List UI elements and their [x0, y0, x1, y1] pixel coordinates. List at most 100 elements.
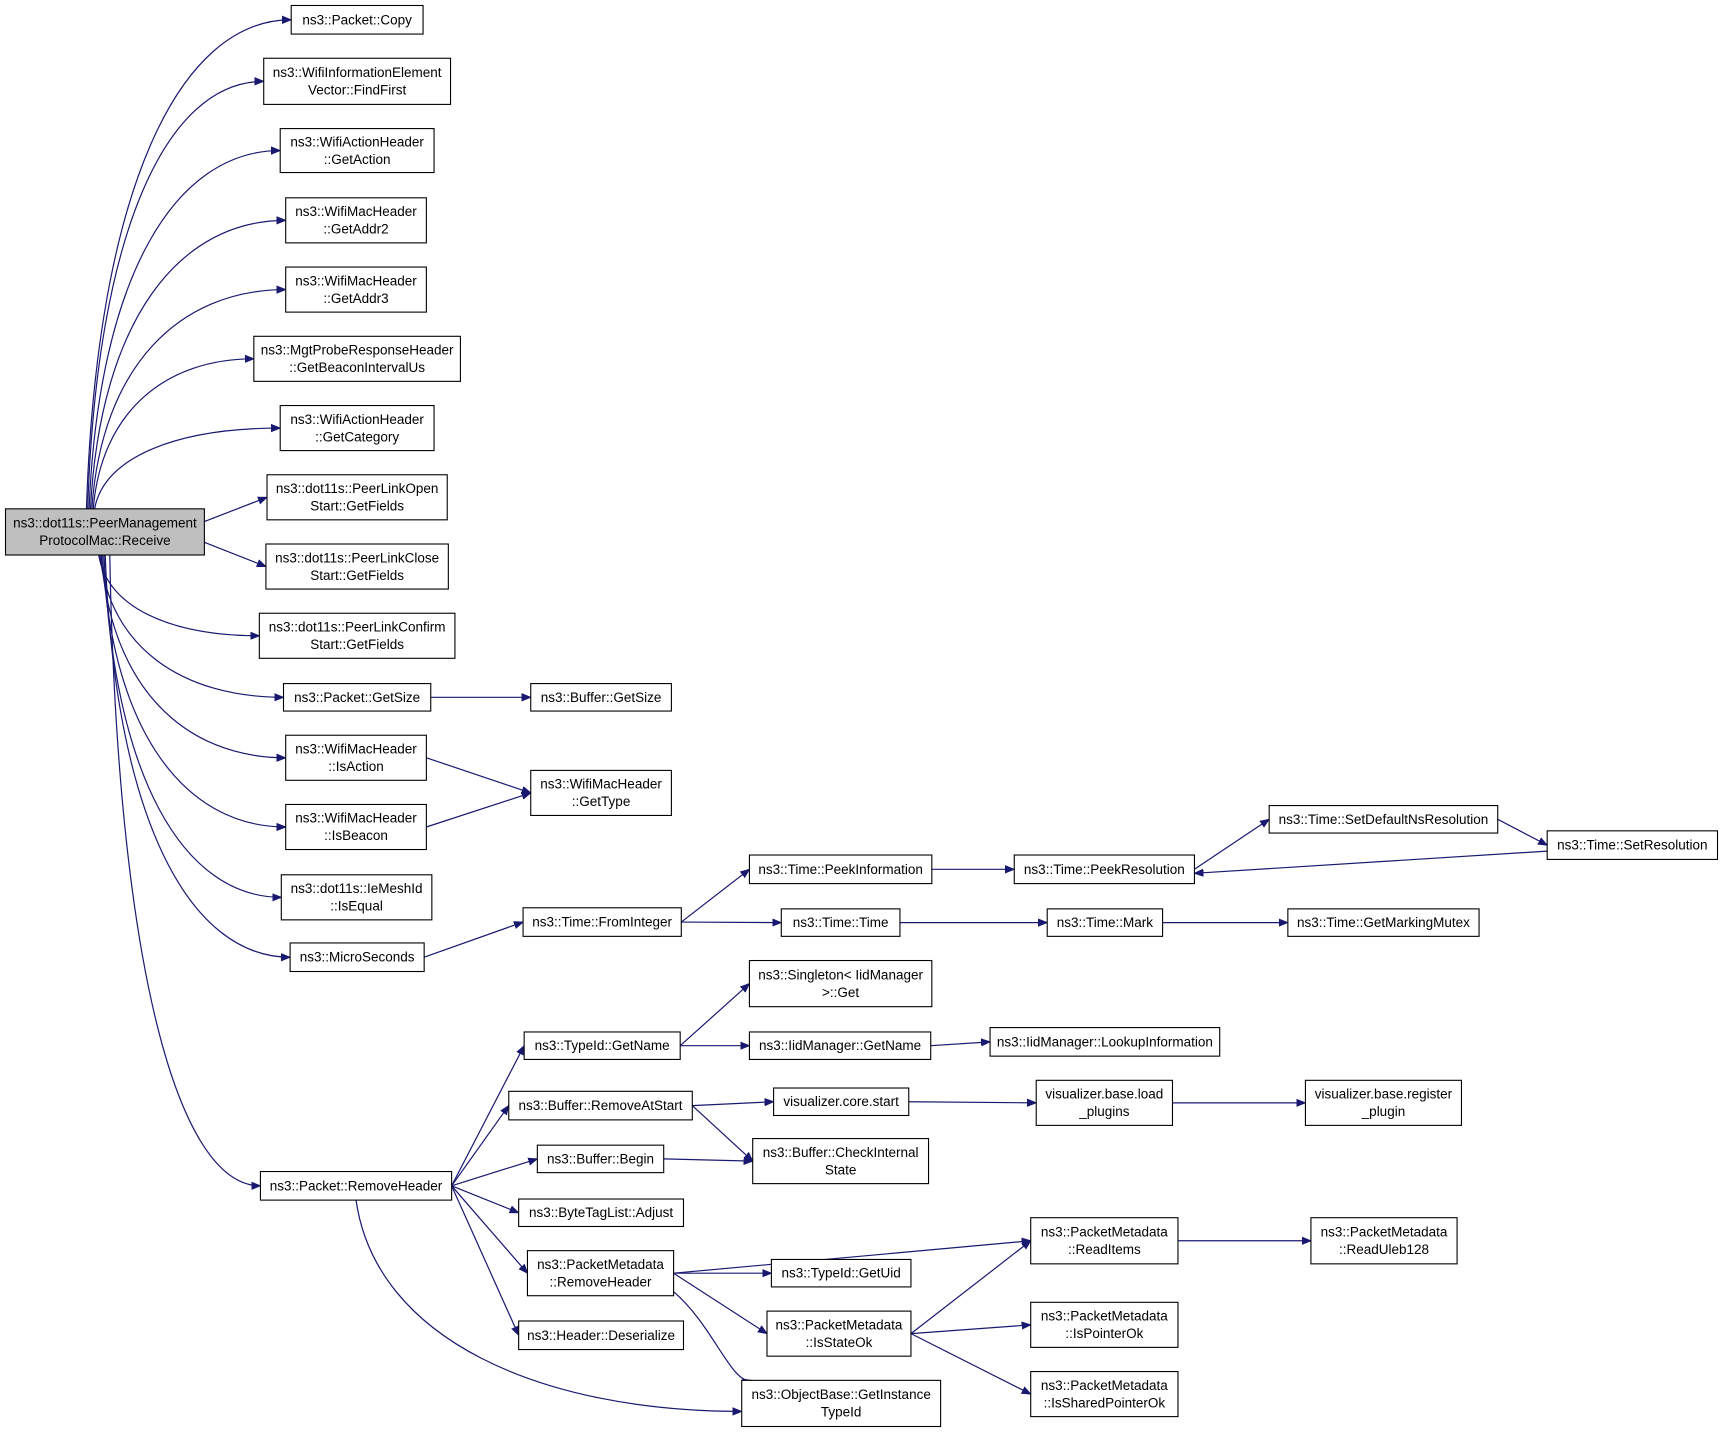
node-box — [773, 1087, 910, 1117]
edge-root-to-is-beacon — [102, 554, 286, 827]
node-label: ns3::dot11s::PeerLinkOpen — [276, 481, 439, 496]
node-box — [530, 769, 672, 817]
node-time-mark[interactable]: ns3::Time::Mark — [1046, 908, 1164, 937]
node-box — [279, 128, 435, 174]
node-box — [518, 1198, 685, 1228]
node-box — [258, 612, 456, 659]
edge-pm-is-state-ok-to-pm-read-items — [910, 1241, 1031, 1335]
node-get-type[interactable]: ns3::WifiMacHeader::GetType — [530, 769, 672, 817]
node-peek-resolution[interactable]: ns3::Time::PeekResolution — [1013, 854, 1196, 885]
node-box — [536, 1144, 665, 1174]
node-typeid-getname[interactable]: ns3::TypeId::GetName — [523, 1031, 681, 1060]
node-viz-register-plugin[interactable]: visualizer.base.register_plugin — [1304, 1079, 1463, 1126]
node-packet-copy[interactable]: ns3::Packet::Copy — [290, 4, 424, 35]
node-packet-getsize[interactable]: ns3::Packet::GetSize — [282, 683, 432, 712]
node-viz-load-plugins[interactable]: visualizer.base.load_plugins — [1035, 1079, 1174, 1126]
node-from-integer[interactable]: ns3::Time::FromInteger — [522, 907, 682, 937]
node-iid-getname[interactable]: ns3::IidManager::GetName — [748, 1031, 932, 1060]
node-get-marking-mutex[interactable]: ns3::Time::GetMarkingMutex — [1287, 908, 1480, 937]
edge-pm-remove-header-to-get-instance-typeid — [673, 1291, 752, 1381]
node-close-getfields[interactable]: ns3::dot11s::PeerLinkCloseStart::GetFiel… — [265, 543, 449, 590]
node-confirm-getfields[interactable]: ns3::dot11s::PeerLinkConfirmStart::GetFi… — [258, 612, 456, 659]
node-label: ::IsStateOk — [806, 1335, 873, 1350]
node-find-first[interactable]: ns3::WifiInformationElementVector::FindF… — [263, 57, 452, 105]
node-pm-is-state-ok[interactable]: ns3::PacketMetadata::IsStateOk — [766, 1310, 912, 1357]
node-label: ns3::WifiActionHeader — [290, 412, 424, 427]
node-box — [289, 942, 425, 973]
node-label: ns3::Packet::Copy — [302, 12, 412, 27]
edge-packet-remove-header-to-pm-remove-header — [451, 1185, 528, 1273]
edge-iid-getname-to-lookup-information — [930, 1042, 990, 1046]
nodes-layer: ns3::dot11s::PeerManagementProtocolMac::… — [4, 4, 1719, 1428]
node-box — [4, 508, 205, 556]
edge-root-to-packet-getsize — [99, 554, 283, 697]
node-box — [752, 1138, 930, 1185]
node-label: ns3::WifiMacHeader — [295, 204, 417, 219]
node-buffer-getsize[interactable]: ns3::Buffer::GetSize — [530, 683, 672, 712]
node-bytetaglist-adjust[interactable]: ns3::ByteTagList::Adjust — [518, 1198, 685, 1228]
node-label: ::IsPointerOk — [1065, 1326, 1143, 1341]
node-microseconds[interactable]: ns3::MicroSeconds — [289, 942, 425, 973]
node-label: ns3::Time::SetResolution — [1557, 838, 1707, 853]
node-label: ns3::PacketMetadata — [1041, 1309, 1168, 1324]
node-label: ns3::ByteTagList::Adjust — [529, 1205, 673, 1220]
node-remove-at-start[interactable]: ns3::Buffer::RemoveAtStart — [508, 1090, 693, 1121]
node-box — [1046, 908, 1164, 937]
node-buffer-begin[interactable]: ns3::Buffer::Begin — [536, 1144, 665, 1174]
node-lookup-information[interactable]: ns3::IidManager::LookupInformation — [989, 1027, 1221, 1057]
node-root[interactable]: ns3::dot11s::PeerManagementProtocolMac::… — [4, 508, 205, 556]
node-is-equal[interactable]: ns3::dot11s::IeMeshId::IsEqual — [280, 874, 433, 921]
node-label: ns3::Singleton< IidManager — [758, 967, 923, 982]
node-label: ::IsSharedPointerOk — [1044, 1395, 1166, 1410]
node-label: TypeId — [821, 1405, 862, 1420]
node-get-category[interactable]: ns3::WifiActionHeader::GetCategory — [279, 404, 435, 452]
node-pm-is-pointer-ok[interactable]: ns3::PacketMetadata::IsPointerOk — [1030, 1301, 1179, 1348]
node-pm-read-uleb[interactable]: ns3::PacketMetadata::ReadUleb128 — [1310, 1217, 1458, 1265]
node-label: ns3::Time::GetMarkingMutex — [1297, 915, 1470, 930]
node-time-time[interactable]: ns3::Time::Time — [780, 908, 901, 937]
node-box — [285, 734, 427, 781]
node-label: >::Get — [822, 985, 859, 1000]
edge-packet-remove-header-to-get-instance-typeid — [355, 1200, 742, 1411]
node-box — [1287, 908, 1480, 937]
node-viz-core-start[interactable]: visualizer.core.start — [773, 1087, 910, 1117]
node-label: ns3::WifiMacHeader — [295, 811, 417, 826]
edge-packet-remove-header-to-bytetaglist-adjust — [451, 1185, 519, 1214]
edge-packet-remove-header-to-remove-at-start — [451, 1106, 509, 1187]
node-is-beacon[interactable]: ns3::WifiMacHeader::IsBeacon — [285, 803, 427, 851]
node-box — [1310, 1217, 1458, 1265]
node-label: State — [825, 1162, 857, 1177]
node-get-addr2[interactable]: ns3::WifiMacHeader::GetAddr2 — [285, 197, 427, 244]
node-singleton-get[interactable]: ns3::Singleton< IidManager>::Get — [748, 959, 933, 1008]
node-label: ::GetType — [572, 794, 631, 809]
node-label: Start::GetFields — [310, 499, 404, 514]
node-label: visualizer.base.register — [1315, 1087, 1453, 1102]
node-set-resolution[interactable]: ns3::Time::SetResolution — [1546, 830, 1719, 860]
node-label: ns3::WifiInformationElement — [273, 65, 442, 80]
edge-packet-remove-header-to-header-deserialize — [451, 1185, 520, 1335]
node-get-action[interactable]: ns3::WifiActionHeader::GetAction — [279, 128, 435, 174]
edge-from-integer-to-time-time — [681, 922, 781, 923]
node-open-getfields[interactable]: ns3::dot11s::PeerLinkOpenStart::GetField… — [266, 474, 448, 521]
node-pm-read-items[interactable]: ns3::PacketMetadata::ReadItems — [1030, 1217, 1179, 1265]
node-header-deserialize[interactable]: ns3::Header::Deserialize — [518, 1320, 685, 1351]
node-get-addr3[interactable]: ns3::WifiMacHeader::GetAddr3 — [285, 266, 427, 313]
node-box — [1546, 830, 1719, 860]
node-typeid-getuid[interactable]: ns3::TypeId::GetUid — [770, 1258, 912, 1288]
node-label: ns3::PacketMetadata — [537, 1257, 664, 1272]
node-peek-information[interactable]: ns3::Time::PeekInformation — [748, 854, 933, 885]
edge-pm-remove-header-to-pm-is-state-ok — [673, 1272, 767, 1333]
node-label: ns3::MgtProbeResponseHeader — [261, 343, 454, 358]
node-label: ns3::WifiMacHeader — [295, 742, 417, 757]
node-get-beacon-interval[interactable]: ns3::MgtProbeResponseHeader::GetBeaconIn… — [253, 335, 461, 382]
node-packet-remove-header[interactable]: ns3::Packet::RemoveHeader — [259, 1170, 453, 1201]
node-box — [508, 1090, 693, 1121]
node-is-action[interactable]: ns3::WifiMacHeader::IsAction — [285, 734, 427, 781]
node-label: ::ReadUleb128 — [1339, 1242, 1429, 1257]
node-pm-is-shared-pointer-ok[interactable]: ns3::PacketMetadata::IsSharedPointerOk — [1030, 1371, 1179, 1418]
node-pm-remove-header[interactable]: ns3::PacketMetadata::RemoveHeader — [526, 1250, 675, 1297]
node-label: ::IsBeacon — [324, 828, 388, 843]
node-set-default-ns[interactable]: ns3::Time::SetDefaultNsResolution — [1268, 805, 1499, 834]
